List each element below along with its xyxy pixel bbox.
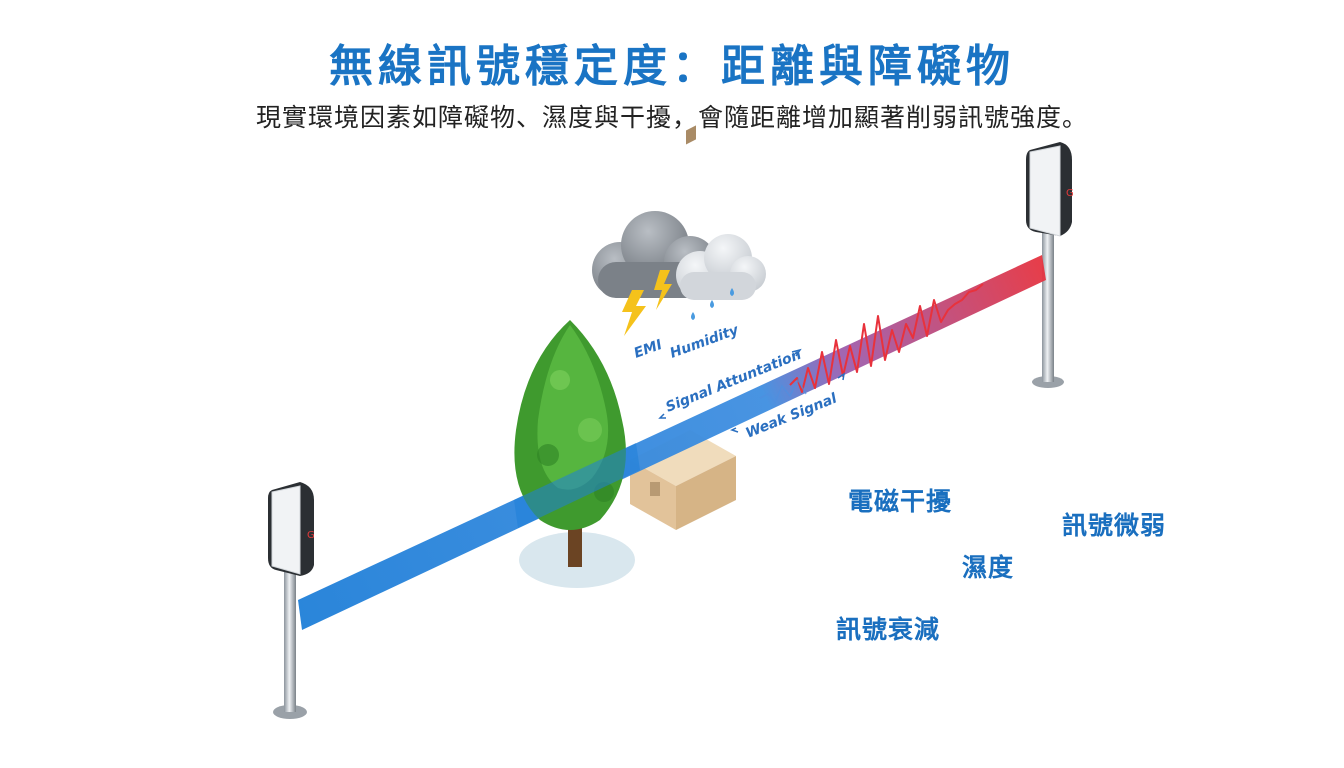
arrow-right-icon	[791, 348, 802, 357]
building-icon	[630, 125, 736, 530]
page-title: 無線訊號穩定度：距離與障礙物	[329, 41, 1015, 92]
arrow-left-icon	[658, 413, 666, 419]
rain-cloud-icon	[676, 234, 766, 320]
receiver-pole	[1042, 228, 1054, 382]
label-humidity: 濕度	[962, 553, 1015, 582]
receiver-housing-front	[1029, 145, 1061, 237]
lightning-icon	[622, 270, 672, 336]
signal-beam	[298, 255, 1046, 630]
transmitter-device-left: G	[268, 482, 315, 719]
annotation-emi: EMI	[632, 337, 664, 362]
signal-noise-wave	[789, 283, 984, 393]
annotation-humidity: Humidity	[668, 322, 742, 362]
transmitter-logo-icon: G	[307, 530, 315, 541]
page-subtitle: 現實環境因素如障礙物、濕度與干擾，會隨距離增加顯著削弱訊號強度。	[255, 103, 1088, 132]
label-attenuation: 訊號衰減	[836, 615, 941, 644]
label-weak-signal: 訊號微弱	[1062, 511, 1167, 540]
receiver-device-right: G	[1026, 142, 1074, 388]
label-emi: 電磁干擾	[848, 487, 953, 516]
receiver-logo-icon: G	[1066, 188, 1074, 199]
tree-icon	[514, 320, 626, 567]
transmitter-pole	[284, 570, 296, 712]
arrow-up-right-icon	[837, 372, 846, 381]
arrow-left-icon	[730, 427, 739, 433]
transmitter-housing-front	[271, 485, 301, 575]
